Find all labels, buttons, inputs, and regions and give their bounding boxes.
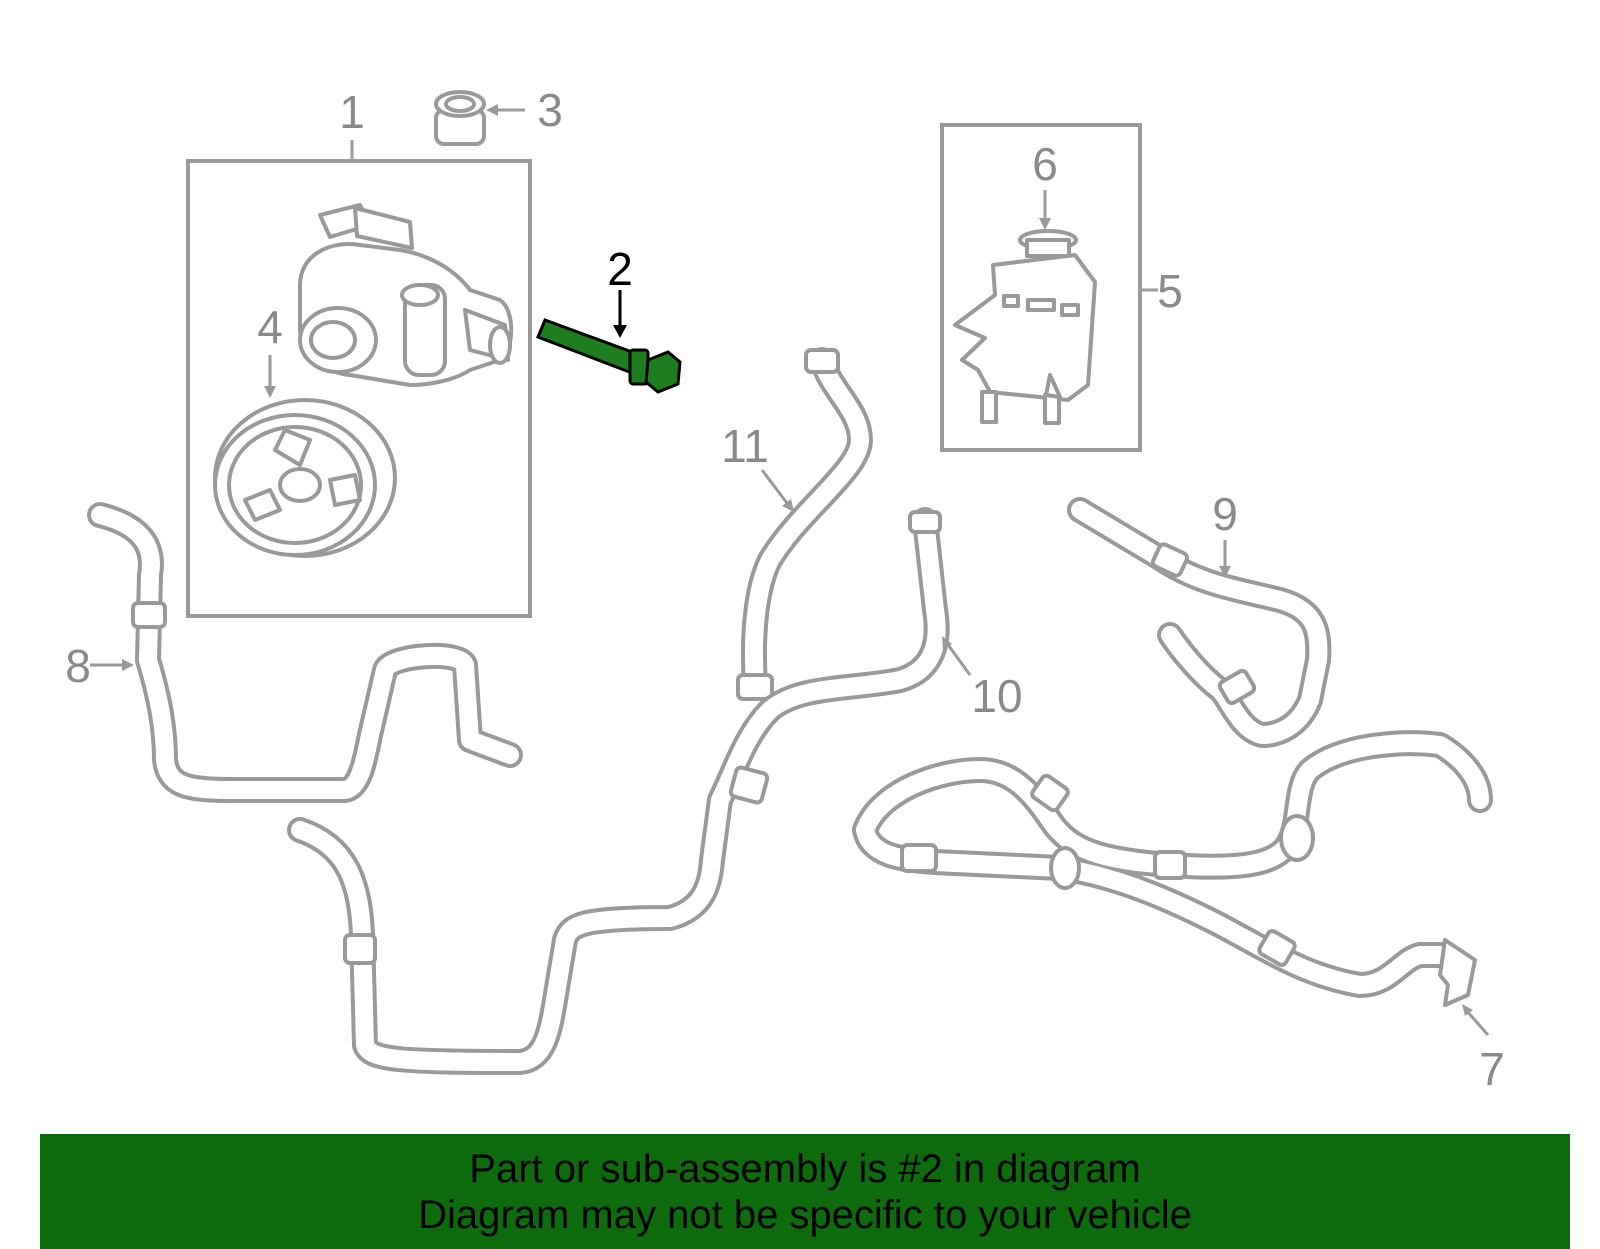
return-hose-8[interactable] [87,502,523,803]
callout-2: 2 [607,243,633,295]
power-steering-pump[interactable] [298,203,514,387]
suction-hose-11[interactable] [736,347,873,701]
banner-line-2: Diagram may not be specific to your vehi… [418,1192,1192,1237]
pressure-line-10[interactable] [287,507,950,1075]
pump-assembly-box [186,159,532,618]
callout-9: 9 [1212,488,1238,540]
reservoir-cap[interactable] [1018,229,1078,258]
reservoir-cap-top[interactable] [434,90,486,146]
reservoir-box [940,123,1142,452]
cooler-line-7[interactable] [852,730,1493,1007]
info-banner: Part or sub-assembly is #2 in diagram Di… [40,1134,1570,1249]
callout-4: 4 [257,301,283,353]
pump-bolt[interactable] [536,318,682,394]
callout-5: 5 [1157,265,1183,317]
fluid-reservoir[interactable] [953,253,1097,425]
cooler-hose-9[interactable] [1067,497,1332,748]
callout-3: 3 [537,84,563,136]
callout-7: 7 [1479,1043,1505,1095]
banner-line-1: Part or sub-assembly is #2 in diagram [469,1146,1141,1191]
callout-10: 10 [971,670,1022,722]
callout-1: 1 [339,86,365,138]
pulley[interactable] [213,398,397,558]
callout-11: 11 [721,420,769,472]
callout-8: 8 [65,640,91,692]
callout-6: 6 [1032,138,1058,190]
